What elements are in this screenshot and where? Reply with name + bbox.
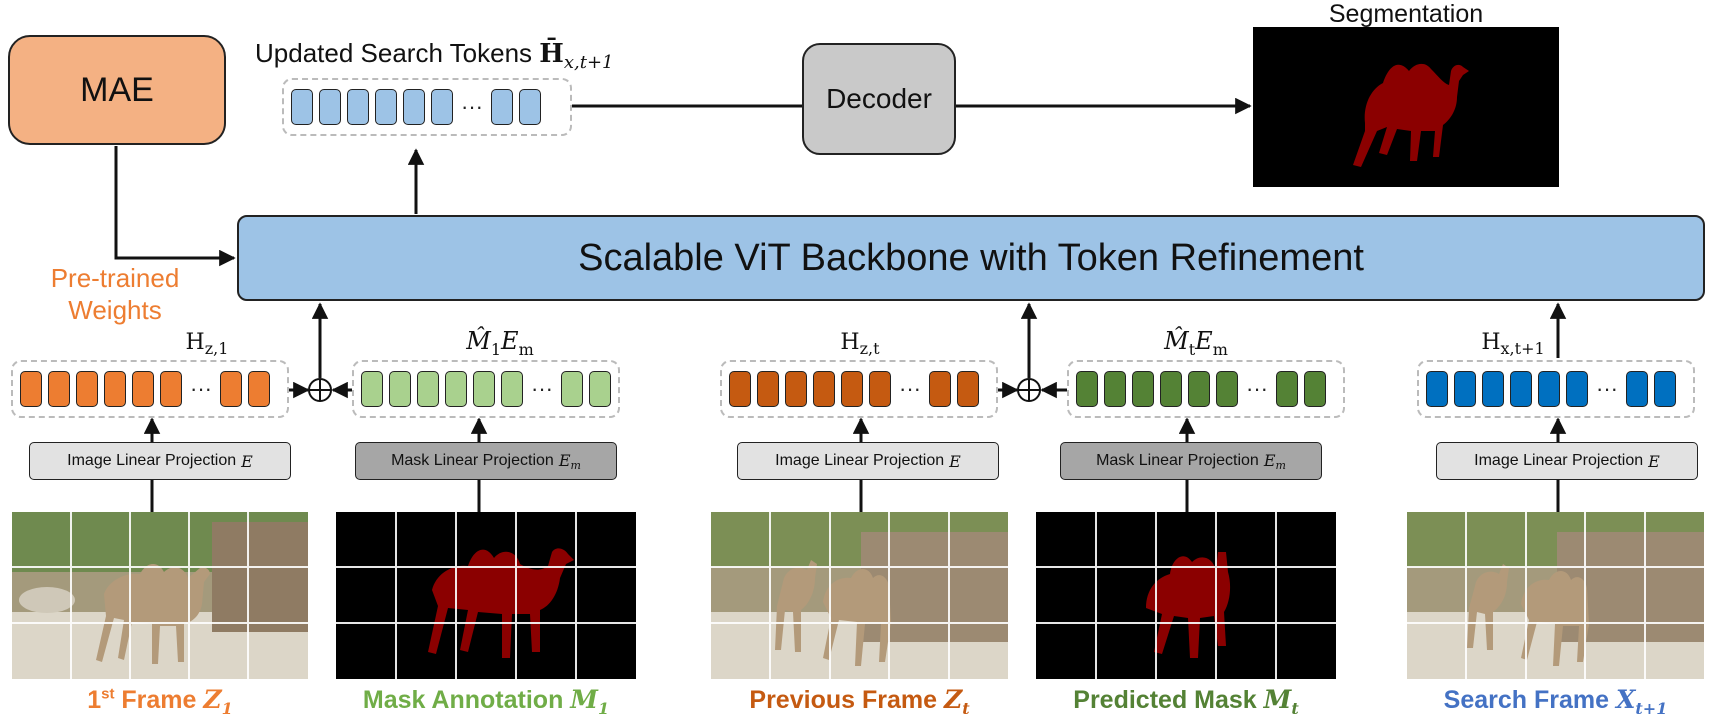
token	[347, 89, 369, 125]
token	[248, 371, 270, 407]
token	[1216, 371, 1238, 407]
token	[361, 371, 383, 407]
token	[160, 371, 182, 407]
segmentation-label: Segmentation	[1328, 0, 1484, 28]
decoder-box: Decoder	[802, 43, 956, 155]
previous-frame-image	[711, 512, 1008, 679]
token	[757, 371, 779, 407]
token	[1654, 371, 1676, 407]
token	[319, 89, 341, 125]
token	[519, 89, 541, 125]
token	[1510, 371, 1532, 407]
hzt-label: Hz,t	[840, 330, 880, 358]
token	[929, 371, 951, 407]
search-frame-image	[1407, 512, 1704, 679]
token	[76, 371, 98, 407]
caption-search-frame: Search Frame Xt+1	[1443, 685, 1668, 718]
updated-search-tokens-label: Updated Search Tokens H̄x,t+1	[255, 38, 614, 73]
token	[431, 89, 453, 125]
token	[729, 371, 751, 407]
mtem-label: M̂tEm	[1164, 327, 1228, 359]
segmentation-output-image	[1253, 27, 1559, 187]
token	[1538, 371, 1560, 407]
hz1-label: Hz,1	[185, 330, 229, 358]
token	[785, 371, 807, 407]
token	[491, 89, 513, 125]
mae-label: MAE	[80, 70, 154, 109]
token	[20, 371, 42, 407]
token	[1076, 371, 1098, 407]
token	[1104, 371, 1126, 407]
hxt1-token-strip: ···	[1417, 360, 1695, 418]
token	[104, 371, 126, 407]
token	[813, 371, 835, 407]
token	[561, 371, 583, 407]
caption-first-frame: 1st Frame Z1	[87, 685, 233, 718]
token	[389, 371, 411, 407]
token	[291, 89, 313, 125]
mae-to-backbone-arrow	[114, 146, 236, 267]
token	[1482, 371, 1504, 407]
token	[589, 371, 611, 407]
token	[1188, 371, 1210, 407]
sum-symbol-2	[1017, 378, 1041, 402]
hz1-token-strip: ···	[11, 360, 289, 418]
ellipsis: ···	[1596, 376, 1618, 401]
hzt-token-strip: ···	[720, 360, 998, 418]
token	[48, 371, 70, 407]
token	[473, 371, 495, 407]
mae-box: MAE	[8, 35, 226, 145]
token	[220, 371, 242, 407]
vit-backbone-box: Scalable ViT Backbone with Token Refinem…	[237, 215, 1705, 301]
backbone-label: Scalable ViT Backbone with Token Refinem…	[578, 236, 1364, 279]
predicted-mask-image	[1036, 512, 1336, 679]
token	[1276, 371, 1298, 407]
ellipsis: ···	[899, 376, 921, 401]
token	[501, 371, 523, 407]
token	[132, 371, 154, 407]
sum-symbol-1	[308, 378, 332, 402]
token	[445, 371, 467, 407]
m1em-label: M̂1Em	[466, 327, 534, 359]
token	[1160, 371, 1182, 407]
token	[841, 371, 863, 407]
token	[1566, 371, 1588, 407]
token	[869, 371, 891, 407]
token	[1132, 371, 1154, 407]
mask-annotation-image	[336, 512, 636, 679]
token	[403, 89, 425, 125]
caption-predicted-mask: Predicted Mask Mt	[1073, 685, 1299, 718]
token	[1426, 371, 1448, 407]
first-frame-image	[12, 512, 308, 679]
hxt1-label: Hx,t+1	[1481, 330, 1545, 358]
ellipsis: ···	[1246, 376, 1268, 401]
caption-mask-annotation: Mask Annotation M1	[362, 685, 610, 718]
ellipsis: ···	[190, 376, 212, 401]
mt-token-strip: ···	[1067, 360, 1345, 418]
caption-previous-frame: Previous Frame Zt	[749, 685, 970, 718]
ellipsis: ···	[531, 376, 553, 401]
token	[1304, 371, 1326, 407]
pretrained-weights-label: Pre-trained Weights	[50, 263, 180, 325]
token	[417, 371, 439, 407]
token	[1454, 371, 1476, 407]
ellipsis: ···	[461, 94, 483, 119]
token	[375, 89, 397, 125]
m1-token-strip: ···	[352, 360, 620, 418]
token	[1626, 371, 1648, 407]
updated-search-tokens: ···	[282, 78, 572, 136]
token	[957, 371, 979, 407]
